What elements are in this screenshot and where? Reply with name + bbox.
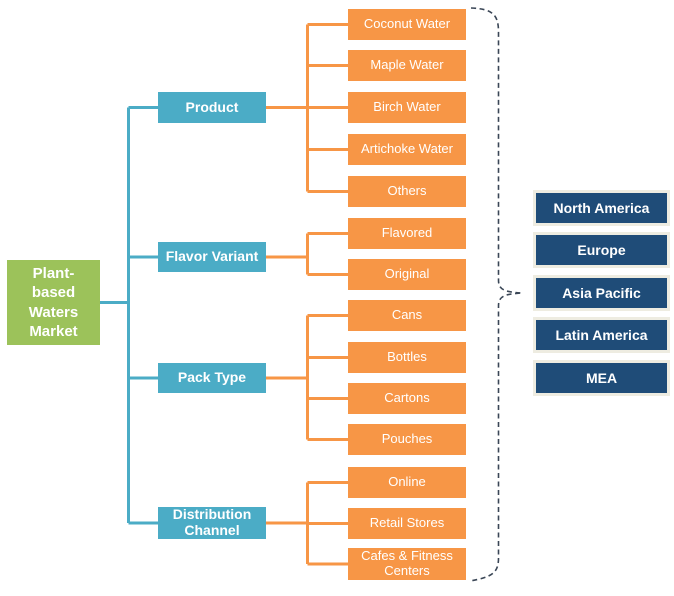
segment-node-flavor-variant: Flavor Variant [158,242,266,272]
segment-node-distribution-channel: Distribution Channel [158,506,266,539]
child-node-cafes-fitness-centers: Cafes & Fitness Centers [348,548,466,580]
child-node-flavored: Flavored [348,218,466,249]
child-node-cans: Cans [348,300,466,331]
teal-tree-connector [100,106,158,525]
child-node-others: Others [348,176,466,207]
orange-tree-connector [266,23,348,566]
child-node-pouches: Pouches [348,424,466,455]
child-node-original: Original [348,259,466,290]
root-node-plant-based-waters-market: Plant-based Waters Market [7,260,100,345]
child-node-cartons: Cartons [348,383,466,414]
region-node-mea: MEA [533,360,670,396]
child-node-birch-water: Birch Water [348,92,466,123]
child-node-online: Online [348,467,466,498]
child-node-artichoke-water: Artichoke Water [348,134,466,165]
region-node-latin-america: Latin America [533,317,670,353]
child-node-coconut-water: Coconut Water [348,9,466,40]
region-node-europe: Europe [533,232,670,268]
regions-brace [469,7,523,582]
segment-node-product: Product [158,92,266,123]
region-node-asia-pacific: Asia Pacific [533,275,670,311]
region-node-north-america: North America [533,190,670,226]
child-node-bottles: Bottles [348,342,466,373]
child-node-maple-water: Maple Water [348,50,466,81]
child-node-retail-stores: Retail Stores [348,508,466,539]
segment-node-pack-type: Pack Type [158,363,266,393]
